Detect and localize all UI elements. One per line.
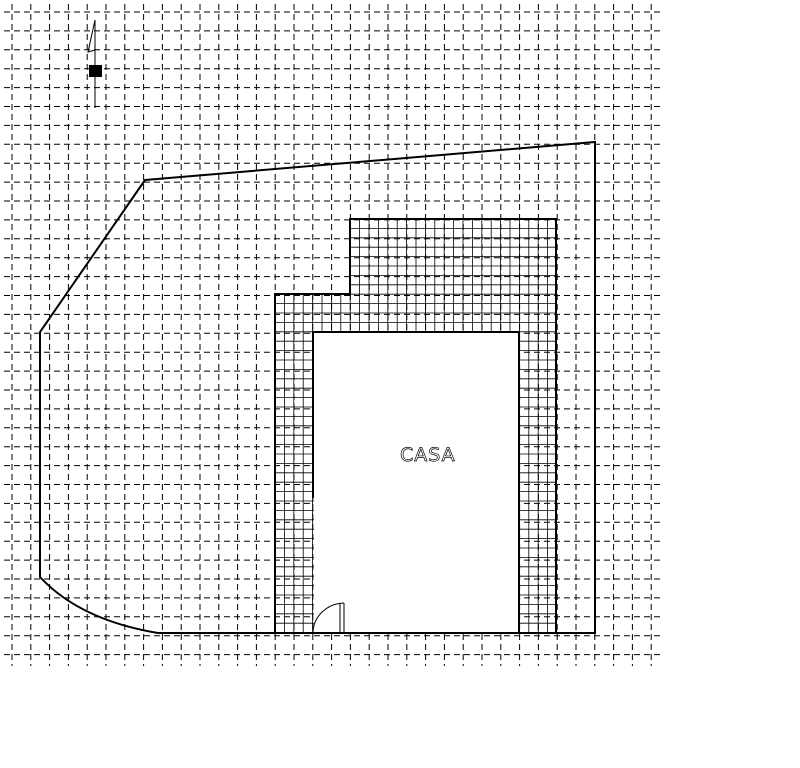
north-arrow-icon — [87, 19, 102, 108]
house-interior — [314, 333, 518, 632]
room-label-casa: CASA — [400, 444, 456, 466]
lot-boundary — [39, 140, 596, 634]
door-swing-icon — [312, 602, 345, 634]
